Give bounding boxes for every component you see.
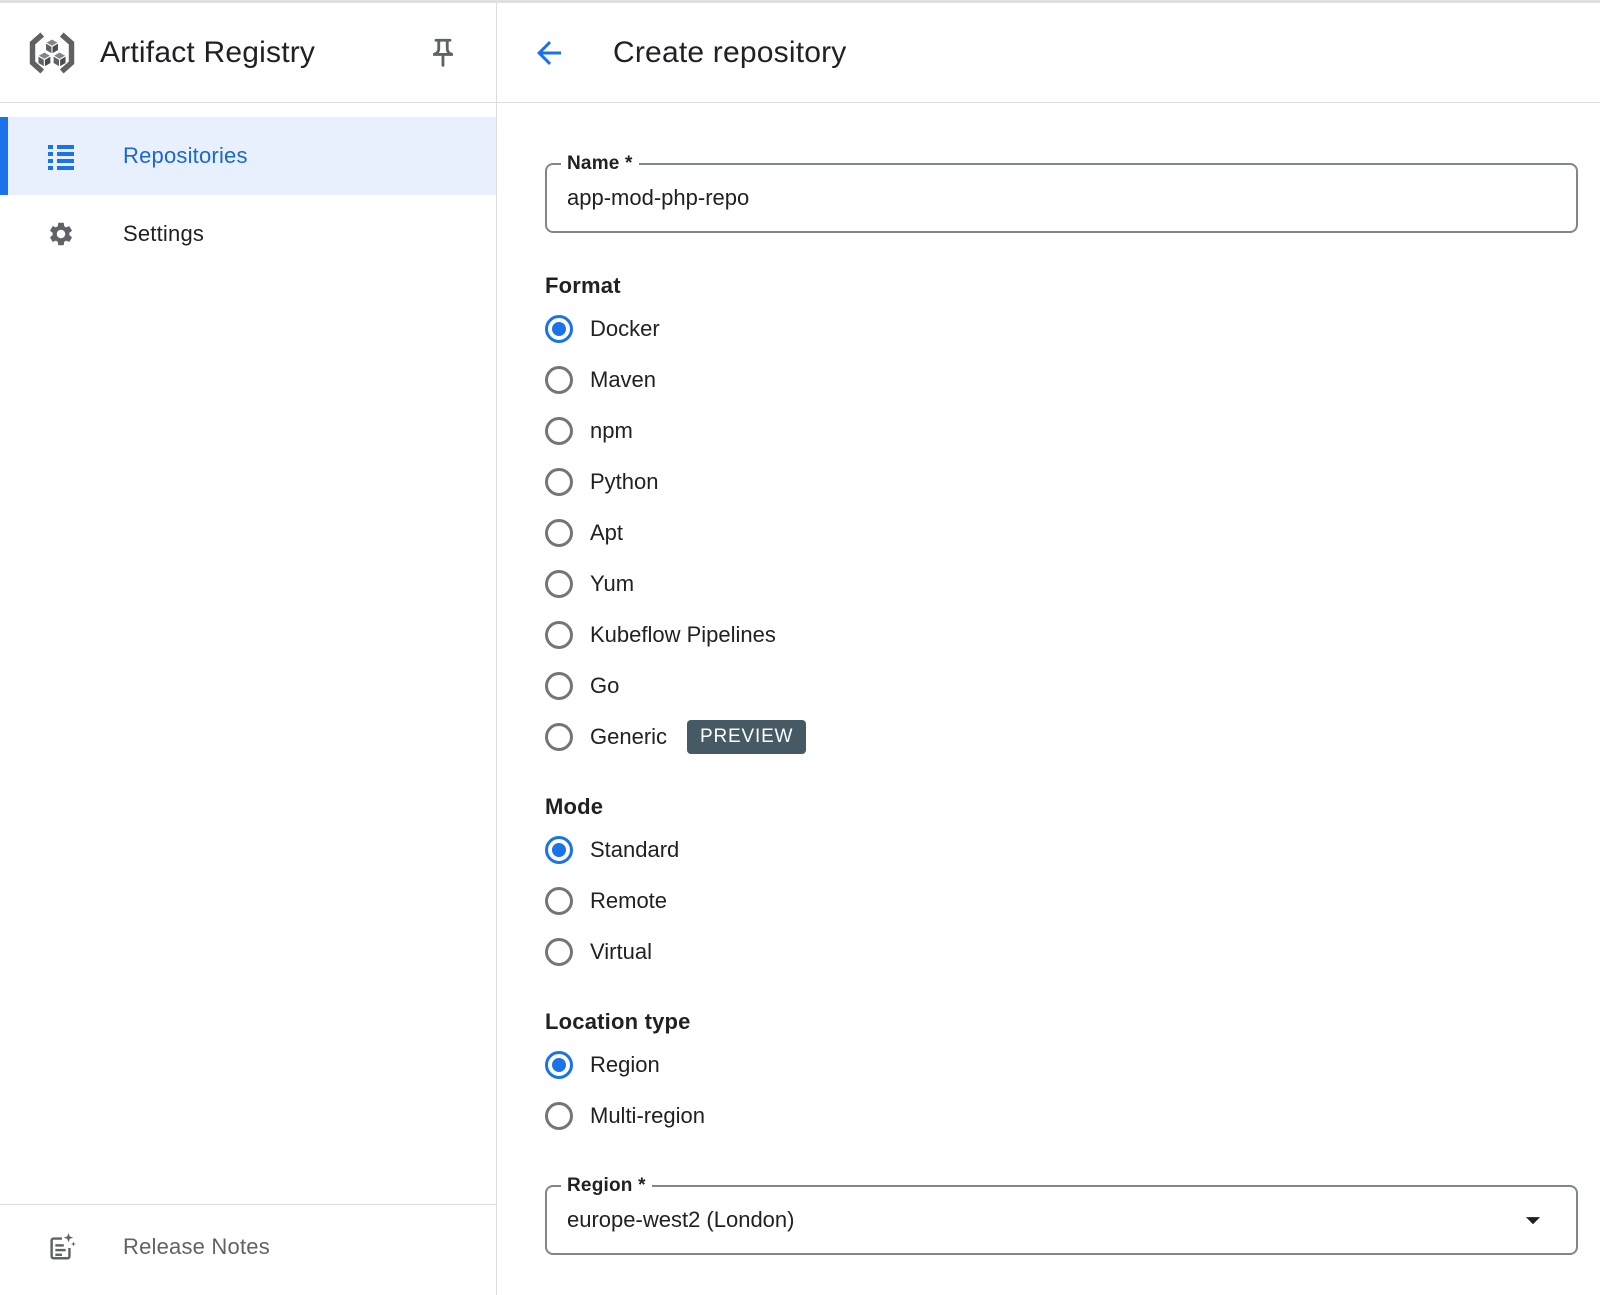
location-option-region[interactable]: Region	[545, 1039, 1578, 1090]
region-select-label: Region *	[561, 1176, 652, 1196]
region-select-value: europe-west2 (London)	[567, 1207, 795, 1232]
radio-option-label: Python	[590, 468, 659, 494]
format-option-npm[interactable]: npm	[545, 405, 1578, 456]
radio-option-label: Go	[590, 672, 620, 698]
radio-button[interactable]	[545, 937, 573, 966]
name-field-label: Name *	[561, 154, 639, 174]
release-notes-icon	[46, 1231, 76, 1263]
release-notes-label: Release Notes	[123, 1234, 270, 1259]
format-section-label: Format	[545, 273, 621, 298]
radio-option-label: Docker	[590, 315, 660, 341]
radio-button[interactable]	[545, 1101, 573, 1130]
mode-section-label: Mode	[545, 794, 604, 819]
sidebar-item-settings[interactable]: Settings	[0, 195, 496, 273]
dropdown-arrow-icon	[1516, 1203, 1550, 1237]
name-field[interactable]: Name * app-mod-php-repo	[545, 154, 1578, 233]
mode-option-standard[interactable]: Standard	[545, 824, 1578, 875]
list-icon	[46, 141, 76, 171]
format-option-maven[interactable]: Maven	[545, 354, 1578, 405]
sidebar-header: Artifact Registry	[0, 3, 496, 103]
location-type-radio-group: Region Multi-region	[545, 1039, 1578, 1141]
page-title: Create repository	[613, 35, 847, 69]
radio-button[interactable]	[545, 722, 573, 751]
release-notes-link[interactable]: Release Notes	[0, 1213, 496, 1281]
sidebar-item-repositories[interactable]: Repositories	[0, 117, 496, 195]
location-type-section-label: Location type	[545, 1009, 691, 1034]
radio-button[interactable]	[545, 886, 573, 915]
region-select[interactable]: Region * europe-west2 (London)	[545, 1176, 1578, 1255]
mode-radio-group: Standard Remote Virtual	[545, 824, 1578, 977]
format-option-docker[interactable]: Docker	[545, 303, 1578, 354]
radio-button[interactable]	[545, 620, 573, 649]
format-option-python[interactable]: Python	[545, 456, 1578, 507]
radio-button[interactable]	[545, 365, 573, 394]
radio-button[interactable]	[545, 416, 573, 445]
back-button[interactable]	[529, 33, 569, 73]
radio-button[interactable]	[545, 518, 573, 547]
app-title: Artifact Registry	[100, 35, 316, 69]
location-option-multi-region[interactable]: Multi-region	[545, 1090, 1578, 1141]
artifact-registry-logo-icon	[26, 30, 78, 76]
radio-button[interactable]	[545, 467, 573, 496]
radio-option-label: Maven	[590, 366, 657, 392]
sidebar: Artifact Registry	[0, 3, 497, 1295]
radio-option-label: Generic	[590, 723, 668, 749]
radio-button[interactable]	[545, 314, 573, 343]
radio-button[interactable]	[545, 1050, 573, 1079]
radio-button[interactable]	[545, 835, 573, 864]
pin-icon[interactable]	[422, 32, 464, 74]
preview-badge: PREVIEW	[687, 719, 807, 754]
mode-option-virtual[interactable]: Virtual	[545, 926, 1578, 977]
mode-option-remote[interactable]: Remote	[545, 875, 1578, 926]
gear-icon	[46, 220, 76, 248]
format-option-yum[interactable]: Yum	[545, 558, 1578, 609]
radio-option-label: Standard	[590, 836, 680, 862]
name-field-value: app-mod-php-repo	[567, 185, 750, 210]
radio-option-label: Remote	[590, 887, 668, 913]
format-option-go[interactable]: Go	[545, 660, 1578, 711]
sidebar-item-label: Settings	[123, 221, 205, 246]
sidebar-footer: Release Notes	[0, 1204, 496, 1295]
format-radio-group: Docker Maven npm	[545, 303, 1578, 762]
radio-option-label: Apt	[590, 519, 624, 545]
radio-option-label: Yum	[590, 570, 635, 596]
main-header: Create repository	[497, 3, 1600, 103]
radio-option-label: Kubeflow Pipelines	[590, 621, 776, 647]
format-option-apt[interactable]: Apt	[545, 507, 1578, 558]
main-panel: Create repository Name * app-mod-php-rep…	[497, 3, 1600, 1295]
radio-button[interactable]	[545, 671, 573, 700]
format-option-kubeflow-pipelines[interactable]: Kubeflow Pipelines	[545, 609, 1578, 660]
radio-button[interactable]	[545, 569, 573, 598]
create-repository-form: Name * app-mod-php-repo Format Docker Ma…	[497, 103, 1600, 1255]
sidebar-nav: Repositories Settings	[0, 103, 496, 273]
format-option-generic[interactable]: Generic PREVIEW	[545, 711, 1578, 762]
sidebar-item-label: Repositories	[123, 143, 248, 168]
radio-option-label: Region	[590, 1051, 660, 1077]
radio-option-label: Virtual	[590, 938, 652, 964]
radio-option-label: Multi-region	[590, 1102, 705, 1128]
radio-option-label: npm	[590, 417, 633, 443]
